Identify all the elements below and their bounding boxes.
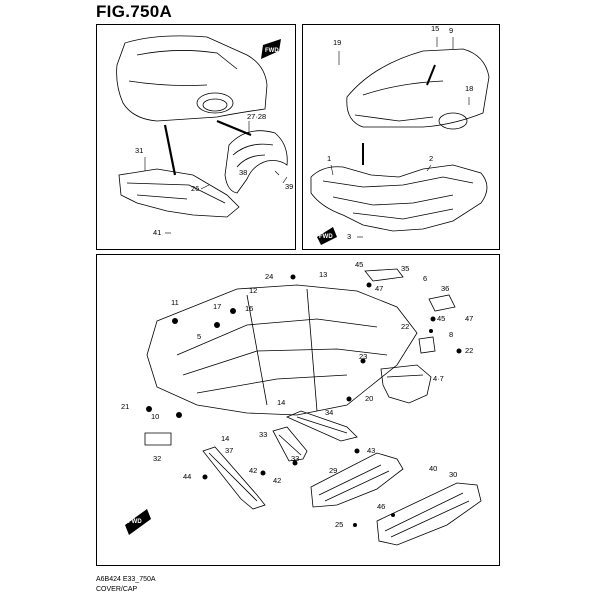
callout-label: 33 bbox=[291, 454, 300, 463]
callout-label: 20 bbox=[365, 394, 374, 403]
callout-label: 22 bbox=[465, 346, 474, 355]
panel-a-illustration: FWD bbox=[116, 35, 288, 234]
callout-label: 10 bbox=[151, 412, 160, 421]
callout-label: 42 bbox=[273, 476, 282, 485]
callout-label: 14 bbox=[277, 398, 286, 407]
callout-label: 24 bbox=[265, 272, 274, 281]
panel-floor-under-cover: FWD 24 13 12 45 35 47 6 11 17 1 bbox=[96, 254, 500, 566]
callout-label: 19 bbox=[333, 38, 342, 47]
callout-label: 42 bbox=[249, 466, 258, 475]
callout-label: 38 bbox=[239, 168, 248, 177]
callout-label: 22 bbox=[401, 322, 410, 331]
callout-label: 45 bbox=[355, 260, 364, 269]
panel-front-fender-liner: FWD 31 27·28 26 38 39 41 bbox=[96, 24, 296, 250]
panel-c-illustration: FWD bbox=[125, 268, 482, 546]
callout-label: 36 bbox=[441, 284, 450, 293]
panel-b-illustration: FWD bbox=[310, 37, 490, 245]
callout-label: 14 bbox=[221, 434, 230, 443]
callout-label: 11 bbox=[171, 298, 179, 307]
callout-label: 23 bbox=[359, 352, 368, 361]
callout-label: 15 bbox=[431, 24, 440, 33]
callout-label: 45 bbox=[437, 314, 446, 323]
fwd-arrow-c: FWD bbox=[125, 509, 151, 535]
callout-label: 37 bbox=[225, 446, 234, 455]
callout-label: 25 bbox=[335, 520, 344, 529]
callout-label: 47 bbox=[375, 284, 384, 293]
callout-label: 1 bbox=[327, 154, 332, 163]
callout-label: 13 bbox=[319, 270, 328, 279]
callout-label: 26 bbox=[191, 184, 200, 193]
figure-title: FIG.750A bbox=[96, 2, 173, 21]
callout-label: 4·7 bbox=[433, 374, 444, 383]
callout-label: 12 bbox=[249, 286, 258, 295]
callout-label: 46 bbox=[377, 502, 386, 511]
callout-label: 34 bbox=[325, 408, 334, 417]
figure-code: A6B424 E33_750A bbox=[96, 576, 156, 583]
callout-label: 18 bbox=[465, 84, 474, 93]
callout-label: 43 bbox=[367, 446, 376, 455]
fwd-label-c: FWD bbox=[128, 519, 142, 525]
callout-label: 47 bbox=[465, 314, 474, 323]
callout-label: 32 bbox=[153, 454, 162, 463]
callout-label: 3 bbox=[347, 232, 352, 241]
callout-label: 29 bbox=[329, 466, 338, 475]
callout-label: 6 bbox=[423, 274, 428, 283]
callout-label: 40 bbox=[429, 464, 438, 473]
fwd-label-a: FWD bbox=[265, 48, 279, 54]
fwd-arrow-a: FWD bbox=[261, 39, 281, 59]
callout-label: 44 bbox=[183, 472, 192, 481]
callout-label: 21 bbox=[121, 402, 130, 411]
callout-label: 9 bbox=[449, 26, 454, 35]
callout-label: 16 bbox=[245, 304, 254, 313]
fwd-arrow-b: FWD bbox=[317, 227, 337, 245]
callout-label: 8 bbox=[449, 330, 454, 339]
callout-label: 31 bbox=[135, 146, 144, 155]
panel-engine-under-cover: FWD 19 15 9 18 1 2 3 bbox=[302, 24, 500, 250]
callout-label: 5 bbox=[197, 332, 202, 341]
callout-label: 27·28 bbox=[247, 112, 267, 121]
callout-label: 39 bbox=[285, 182, 294, 191]
callout-label: 41 bbox=[153, 228, 162, 237]
callout-label: 17 bbox=[213, 302, 222, 311]
callout-label: 2 bbox=[429, 154, 434, 163]
callout-label: 35 bbox=[401, 264, 410, 273]
callout-label: 33 bbox=[259, 430, 268, 439]
fwd-label-b: FWD bbox=[319, 234, 333, 240]
callout-label: 30 bbox=[449, 470, 458, 479]
figure-description: COVER/CAP bbox=[96, 586, 138, 593]
